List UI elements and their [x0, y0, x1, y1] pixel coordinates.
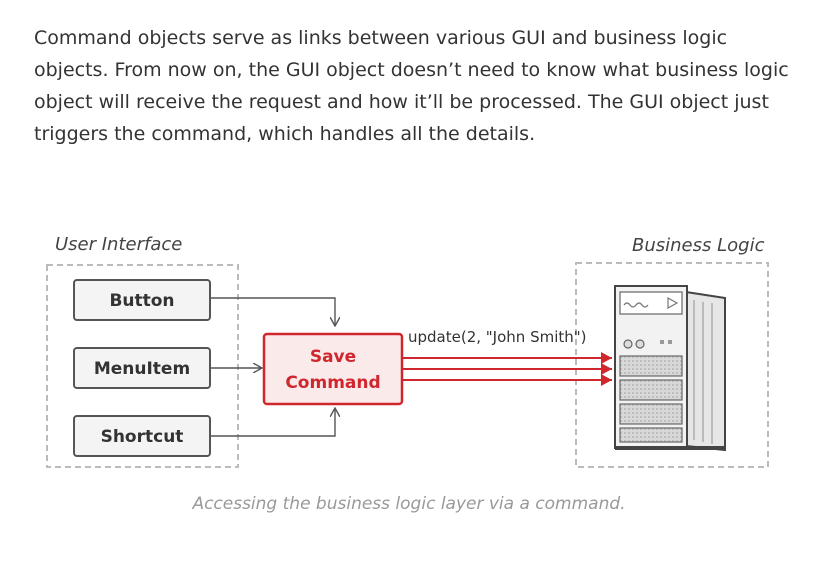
shortcut-label: Shortcut — [101, 427, 184, 447]
bl-group-frame — [575, 262, 769, 468]
shortcut-to-command-arrow — [210, 408, 335, 437]
server-icon — [614, 285, 726, 452]
button-box: Button — [73, 279, 211, 321]
menuitem-box: MenuItem — [73, 347, 211, 389]
command-to-server-arrows — [402, 352, 612, 386]
intro-paragraph: Command objects serve as links between v… — [34, 27, 789, 145]
save-command-box: Save Command — [262, 332, 404, 406]
ui-group-label: User Interface — [55, 234, 182, 255]
bl-group-label: Business Logic — [632, 235, 765, 256]
figure-caption: Accessing the business logic layer via a… — [192, 494, 626, 514]
command-line1: Save — [310, 347, 356, 367]
command-line2: Command — [285, 373, 380, 393]
menuitem-label: MenuItem — [94, 359, 190, 379]
shortcut-box: Shortcut — [73, 415, 211, 457]
button-label: Button — [109, 291, 174, 311]
button-to-command-arrow — [210, 297, 335, 326]
call-label: update(2, "John Smith") — [408, 328, 587, 346]
ui-group-frame — [46, 264, 239, 468]
